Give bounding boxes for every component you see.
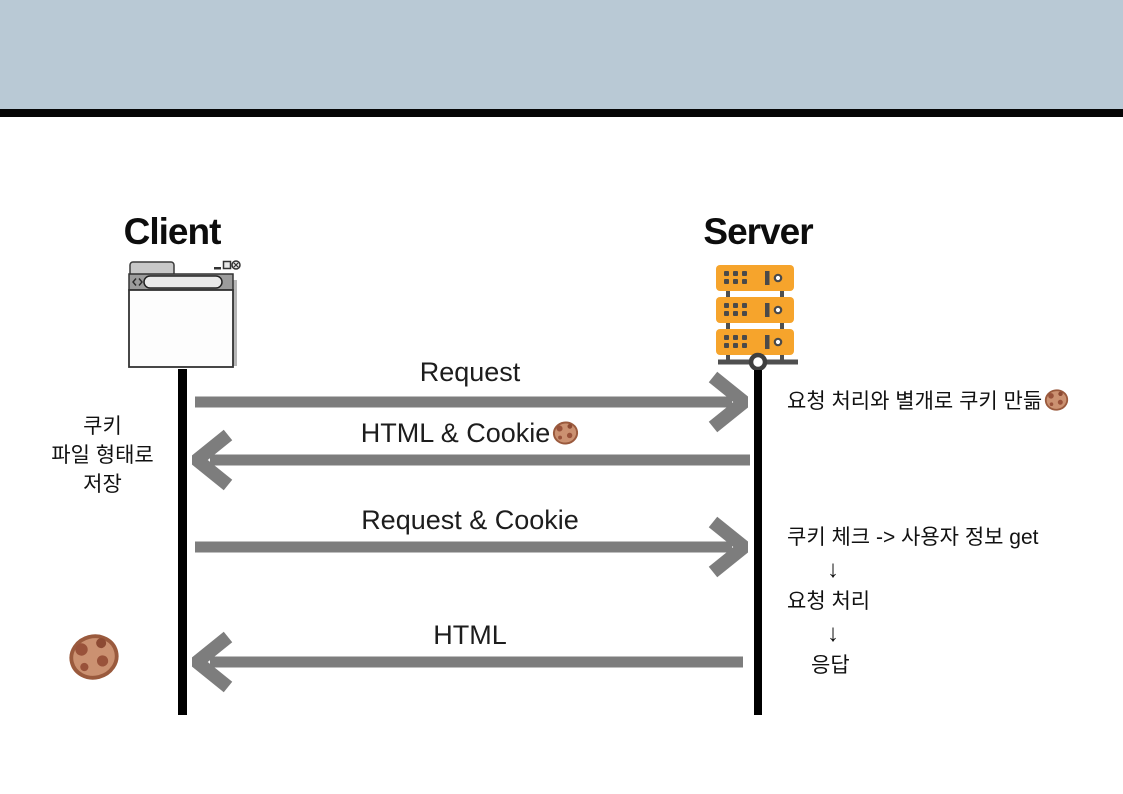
html-cookie-label: HTML & Cookie <box>192 417 748 449</box>
request-cookie-arrow <box>192 515 748 579</box>
server-cookie-create-text: 요청 처리와 별개로 쿠키 만듦 <box>787 390 1043 413</box>
client-title: Client <box>123 211 222 252</box>
client-lifeline <box>178 369 187 715</box>
html-label: HTML <box>192 619 748 651</box>
server-cookie-create-note: 요청 처리와 별개로 쿠키 만듦 <box>787 385 1069 415</box>
process-step: 요청 처리 <box>787 590 871 613</box>
server-title: Server <box>703 211 813 252</box>
cookie-icon <box>552 420 579 446</box>
client-note-line: 쿠키 <box>83 415 122 438</box>
request-cookie-label-text: Request & Cookie <box>361 505 579 535</box>
banner-divider-line <box>0 109 1123 117</box>
html-arrow <box>192 630 748 694</box>
cookie-icon <box>1044 388 1069 412</box>
client-note-line: 파일 형태로 <box>51 444 154 467</box>
request-arrow <box>192 370 748 434</box>
client-note-line: 저장 <box>83 473 122 496</box>
request-cookie-label: Request & Cookie <box>192 504 748 536</box>
html-label-text: HTML <box>433 620 507 650</box>
down-arrow: ↓ <box>827 620 839 647</box>
client-cookie-note: 쿠키 파일 형태로 저장 <box>30 412 175 499</box>
process-step: 응답 <box>811 654 850 677</box>
request-label: Request <box>192 356 748 388</box>
request-label-text: Request <box>419 357 521 387</box>
cookie-icon <box>65 629 124 684</box>
top-banner <box>0 0 1123 109</box>
html-cookie-arrow <box>192 428 752 492</box>
server-stack-icon <box>708 256 808 370</box>
server-process-note: 쿠키 체크 -> 사용자 정보 get ↓ 요청 처리 ↓ 응답 <box>787 522 1039 682</box>
server-lifeline <box>754 370 762 715</box>
down-arrow: ↓ <box>827 556 839 583</box>
browser-window-icon <box>128 256 242 370</box>
process-step: 쿠키 체크 -> 사용자 정보 get <box>787 526 1039 549</box>
html-cookie-label-text: HTML & Cookie <box>360 418 551 448</box>
